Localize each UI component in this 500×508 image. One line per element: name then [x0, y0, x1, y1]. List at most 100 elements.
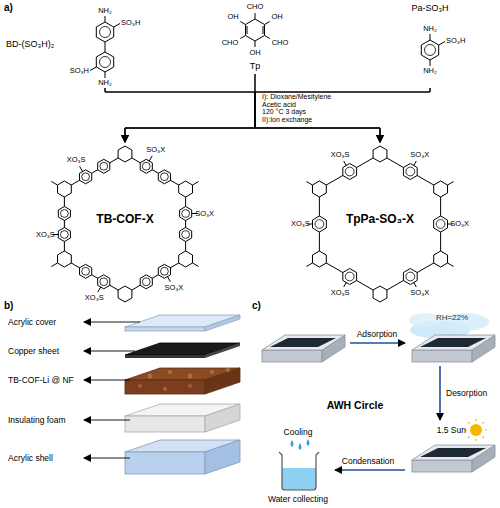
aromatic-circle — [142, 162, 150, 170]
layer-label: TB-COF-Li @ NF — [8, 376, 74, 385]
linker-bond — [64, 154, 125, 189]
reaction-arrow — [125, 88, 430, 142]
beaker — [279, 452, 319, 490]
aromatic-circle — [406, 272, 415, 281]
extension-bond — [306, 263, 312, 267]
bond-line — [265, 22, 270, 25]
linker-ring — [80, 264, 92, 278]
tp-core-ring — [313, 251, 327, 267]
aromatic-circle — [345, 272, 354, 281]
atom-label: OH — [249, 49, 260, 57]
linker-ring — [434, 216, 448, 232]
layer-label: Copper sheet — [8, 347, 59, 356]
atom-label: OH — [271, 13, 282, 21]
copper-sheet — [205, 343, 240, 358]
linker-bond — [319, 154, 380, 189]
atom-label: CHO — [272, 39, 289, 47]
cof-foam-layer — [205, 368, 240, 394]
extension-bond — [193, 263, 199, 267]
tp-core-ring — [179, 251, 193, 267]
extension-bond — [306, 182, 312, 186]
drawing-part — [485, 429, 487, 430]
beaker-glass — [279, 452, 319, 490]
extension-bond — [448, 182, 454, 186]
atom-label: NH₂ — [98, 7, 112, 15]
aromatic-circle — [345, 167, 354, 176]
reaction-arrow — [125, 74, 255, 142]
substituent-label: XO₃S — [36, 231, 55, 239]
insulating-foam — [205, 404, 240, 432]
product-node: TpPa-SO₃-X — [268, 142, 492, 298]
tp-core-ring — [434, 251, 448, 267]
awh-device — [262, 335, 345, 362]
layer-label: Acrylic shell — [8, 454, 53, 463]
monomer-node: BD-(SO₃H)₂ — [2, 2, 208, 88]
foam-texture — [163, 387, 167, 391]
drawing-part — [483, 422, 485, 424]
product-name: TpPa-SO₃-X — [346, 213, 414, 226]
atom-label: NH₂ — [423, 67, 437, 75]
leader-line — [84, 351, 135, 352]
reaction-arrow — [255, 74, 380, 142]
substituent-label: XO₃S — [85, 294, 104, 302]
drawing-part — [475, 419, 476, 421]
process-label: Water collecting — [268, 495, 328, 504]
bond-line — [430, 34, 431, 40]
bond-line — [255, 41, 256, 47]
drawing-part — [468, 422, 470, 424]
substituent-label: XO₃S — [331, 151, 350, 159]
substituent-label: XO₃S — [291, 220, 310, 228]
insulating-foam — [125, 416, 205, 432]
drawing-part — [483, 437, 485, 439]
tp-core-ring — [179, 181, 193, 197]
device-stack — [125, 315, 240, 474]
aromatic-circle — [315, 220, 324, 229]
condition-text: Acetic acid — [262, 100, 296, 107]
bond-line — [90, 67, 96, 71]
bond-line — [105, 16, 106, 22]
aromatic-circle — [100, 57, 111, 68]
linker-ring — [313, 216, 327, 232]
substituent-label: SO₃X — [164, 284, 183, 292]
atom-label: NH₂ — [98, 79, 112, 87]
panel-letter: b) — [4, 301, 13, 311]
monomer-node: Pa-SO₃H — [385, 2, 475, 88]
extension-bond — [448, 263, 454, 267]
drawing-part — [307, 439, 310, 446]
linker-ring — [180, 207, 192, 221]
acrylic-cover — [125, 327, 205, 331]
awh-device — [412, 335, 495, 362]
tp-core-ring — [313, 181, 327, 197]
aromatic-circle — [182, 231, 190, 239]
tp-core-ring — [373, 286, 387, 302]
linker-ring — [80, 170, 92, 184]
monomer-node: Tp — [215, 2, 295, 74]
process-label: Desorption — [446, 389, 487, 398]
leader-lines — [84, 322, 140, 458]
product-node: TB-COF-X — [10, 142, 240, 298]
atom-label: CHO — [247, 3, 264, 11]
condition-text: II):Ion exchange — [262, 115, 312, 122]
atom-label: SO₃H — [70, 67, 89, 75]
aromatic-circle — [436, 220, 445, 229]
reaction-arrow — [255, 88, 430, 142]
monomer-name: BD-(SO₃H)₂ — [6, 40, 54, 50]
atom-label: OH — [227, 13, 238, 21]
aromatic-circle — [82, 267, 90, 275]
extension-bond — [193, 182, 199, 186]
substituent-label: SO₃X — [410, 151, 429, 159]
linker-ring — [98, 159, 110, 173]
atom-label: SO₃H — [446, 37, 465, 45]
linker-ring — [98, 275, 110, 289]
linker-ring — [58, 228, 70, 242]
tp-core-ring — [58, 251, 72, 267]
linker-bond — [380, 259, 441, 294]
drawing-part — [475, 439, 476, 441]
condition-text: I): Dioxane/Mesitylene — [262, 93, 331, 100]
aromatic-circle — [82, 173, 90, 181]
linker-bond — [319, 259, 380, 294]
product-name: TB-COF-X — [96, 213, 153, 226]
leader-line — [84, 380, 130, 381]
substituent-label: SO₃X — [146, 146, 165, 154]
